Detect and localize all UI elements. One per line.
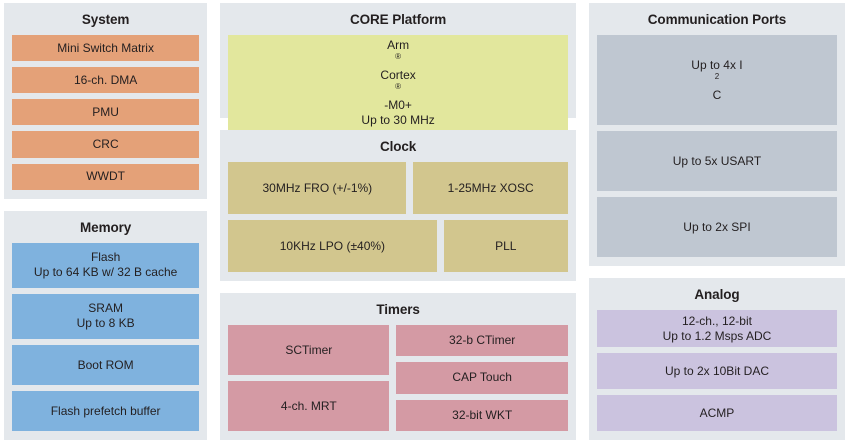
block-label: Up to 5x USART [672,153,762,168]
timers-block-list: SCTimer 4-ch. MRT 32-b CTimer CAP Touch [228,325,568,431]
block-label: 10KHz LPO (±40%) [279,238,386,253]
block-label-line2: Up to 30 MHz [361,113,435,127]
core-block-list: Arm® Cortex®-M0+ Up to 30 MHz [228,35,568,131]
block-label-line2: Up to 1.2 Msps ADC [662,328,772,343]
block-acmp[interactable]: ACMP [596,395,837,431]
block-pll[interactable]: PLL [443,220,568,272]
block-label: SCTimer [285,342,333,357]
block-label-line1: Arm® Cortex®-M0+ [380,38,416,112]
panel-title-core-platform: CORE Platform [349,12,447,27]
block-label-line1: SRAM [88,301,123,316]
memory-block-list: Flash Up to 64 KB w/ 32 B cache SRAM Up … [12,242,200,431]
block-ctimer[interactable]: 32-b CTimer [396,325,568,357]
block-label: Up to 2x SPI [683,219,751,234]
registered-trademark-icon: ® [395,52,402,61]
block-label: CRC [92,136,119,151]
block-label-line2: Up to 8 KB [76,316,135,331]
block-spi[interactable]: Up to 2x SPI [596,197,837,258]
clock-row-2: 10KHz LPO (±40%) PLL [228,220,568,272]
block-usart[interactable]: Up to 5x USART [596,131,837,192]
block-boot-rom[interactable]: Boot ROM [12,345,200,385]
block-label: 16-ch. DMA [73,72,138,87]
block-label: WWDT [86,169,125,184]
panel-title-communication-ports: Communication Ports [647,12,787,27]
clock-block-list: 30MHz FRO (+/-1%) 1-25MHz XOSC 10KHz LPO… [228,162,568,272]
panel-clock: Clock 30MHz FRO (+/-1%) 1-25MHz XOSC 10K… [220,130,576,281]
panel-title-memory: Memory [80,219,132,235]
block-flash[interactable]: Flash Up to 64 KB w/ 32 B cache [12,242,200,288]
block-label: 32-bit WKT [452,407,513,422]
block-crc[interactable]: CRC [12,131,200,158]
panel-title-clock: Clock [379,139,417,154]
block-label-line2: Up to 64 KB w/ 32 B cache [33,265,178,280]
block-adc[interactable]: 12-ch., 12-bit Up to 1.2 Msps ADC [596,310,837,347]
block-wwdt[interactable]: WWDT [12,163,200,190]
block-xosc[interactable]: 1-25MHz XOSC [413,162,568,214]
block-wkt[interactable]: 32-bit WKT [396,399,568,431]
panel-timers: Timers SCTimer 4-ch. MRT 32-b CTimer [220,293,576,440]
system-block-list: Mini Switch Matrix 16-ch. DMA PMU CRC WW… [12,35,200,190]
block-label: Mini Switch Matrix [57,40,154,55]
block-flash-prefetch-buffer[interactable]: Flash prefetch buffer [12,391,200,431]
block-label: PLL [495,238,517,253]
block-arm-cortex-m0plus[interactable]: Arm® Cortex®-M0+ Up to 30 MHz [228,35,568,131]
panel-analog: Analog 12-ch., 12-bit Up to 1.2 Msps ADC… [588,278,845,440]
block-label: 4-ch. MRT [280,398,337,413]
panel-system: System Mini Switch Matrix 16-ch. DMA PMU… [4,3,208,199]
timers-row: SCTimer 4-ch. MRT 32-b CTimer CAP Touch [228,325,568,431]
block-label: Flash prefetch buffer [50,403,161,418]
block-mrt[interactable]: 4-ch. MRT [228,381,390,431]
middle-column: CORE Platform Arm® Cortex®-M0+ Up to 30 … [220,3,576,440]
panel-title-timers: Timers [376,302,420,317]
block-label: 30MHz FRO (+/-1%) [262,180,373,195]
block-cap-touch[interactable]: CAP Touch [396,362,568,394]
block-label: ACMP [699,405,735,420]
panel-core-platform: CORE Platform Arm® Cortex®-M0+ Up to 30 … [220,3,576,131]
block-dac[interactable]: Up to 2x 10Bit DAC [596,353,837,389]
analog-block-list: 12-ch., 12-bit Up to 1.2 Msps ADC Up to … [596,310,837,431]
block-pmu[interactable]: PMU [12,99,200,126]
clock-row-1: 30MHz FRO (+/-1%) 1-25MHz XOSC [228,162,568,214]
timers-left-subcolumn: SCTimer 4-ch. MRT [228,325,390,431]
registered-trademark-icon: ® [395,82,402,91]
timers-right-subcolumn: 32-b CTimer CAP Touch 32-bit WKT [396,325,568,431]
block-fro-30mhz[interactable]: 30MHz FRO (+/-1%) [228,162,407,214]
block-lpo-10khz[interactable]: 10KHz LPO (±40%) [228,220,437,272]
panel-title-analog: Analog [694,287,740,303]
block-label: 1-25MHz XOSC [447,180,534,195]
block-sctimer[interactable]: SCTimer [228,325,390,375]
block-dma[interactable]: 16-ch. DMA [12,67,200,94]
panel-title-system: System [81,12,130,27]
block-label-line1: 12-ch., 12-bit [681,313,752,328]
block-label: PMU [92,104,119,119]
block-label: CAP Touch [452,370,512,385]
panel-memory: Memory Flash Up to 64 KB w/ 32 B cache S… [4,210,208,440]
block-label: 32-b CTimer [449,333,516,348]
left-column: System Mini Switch Matrix 16-ch. DMA PMU… [4,3,208,440]
block-mini-switch-matrix[interactable]: Mini Switch Matrix [12,35,200,62]
block-label: Boot ROM [77,357,134,372]
block-label: Up to 2x 10Bit DAC [664,363,769,378]
block-label-line1: Flash [90,250,121,265]
block-sram[interactable]: SRAM Up to 8 KB [12,293,200,339]
superscript-two-icon: 2 [714,71,720,81]
